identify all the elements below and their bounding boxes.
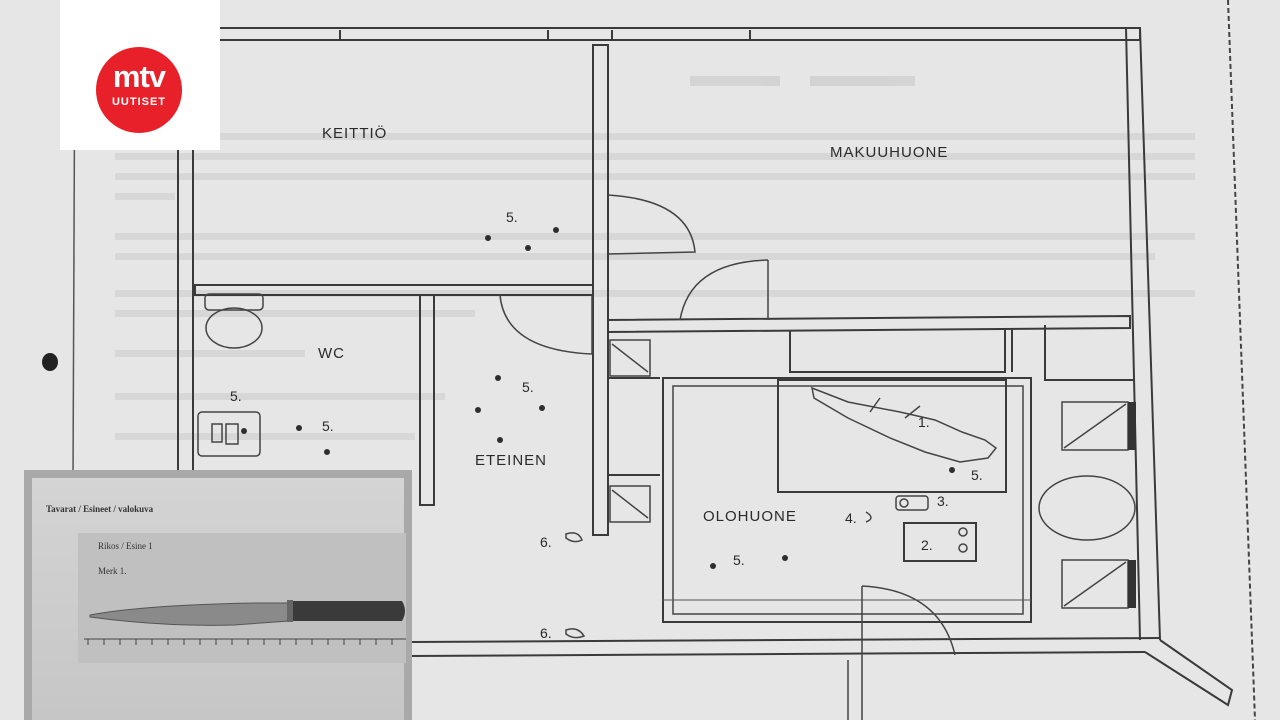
marker-blood: 5. xyxy=(506,209,518,225)
closet-cabinets xyxy=(609,339,651,523)
room-label-kitchen: KEITTIÖ xyxy=(322,124,387,142)
marker-blood: 5. xyxy=(230,388,242,404)
show-through-text xyxy=(115,76,1195,440)
punch-hole xyxy=(42,353,58,371)
evidence-document: Tavarat / Esineet / valokuva Rikos / Esi… xyxy=(32,478,406,720)
evidence-photo-inset: Tavarat / Esineet / valokuva Rikos / Esi… xyxy=(24,470,412,720)
room-label-living-room: OLOHUONE xyxy=(703,508,797,525)
body-arms xyxy=(869,397,921,419)
marker-blood: 5. xyxy=(733,552,745,568)
page-edge-right xyxy=(1227,0,1256,720)
body-outline xyxy=(810,386,998,463)
marker-object: 3. xyxy=(937,493,949,509)
table-cup-2 xyxy=(958,543,968,553)
logo-circle: mtv UUTISET xyxy=(96,47,182,133)
marker-table: 2. xyxy=(921,537,933,553)
rug-inner-border xyxy=(672,385,1024,615)
logo-sub-text: UUTISET xyxy=(111,96,167,108)
marker-item: 4. xyxy=(845,510,857,526)
marker-shoe: 6. xyxy=(540,534,552,550)
object-3-icon xyxy=(895,495,929,511)
shoe-print-icon xyxy=(565,628,586,639)
table-cup-1 xyxy=(958,527,968,537)
right-furniture xyxy=(1038,401,1136,609)
outer-walls xyxy=(177,27,1234,707)
marker-shoe: 6. xyxy=(540,625,552,641)
bed xyxy=(777,379,1007,493)
mtv-uutiset-logo: mtv UUTISET xyxy=(60,0,220,150)
door-swings xyxy=(499,194,956,720)
shoe-print-icon xyxy=(565,532,583,543)
marker-blood: 5. xyxy=(522,379,534,395)
evidence-photo: Rikos / Esine 1 Merk 1. xyxy=(78,533,406,663)
knife-image xyxy=(84,600,406,645)
wc-fixtures xyxy=(197,293,264,457)
marker-body: 1. xyxy=(918,414,930,430)
evidence-caption: Rikos / Esine 1 xyxy=(98,541,153,551)
room-label-hallway: ETEINEN xyxy=(475,452,547,469)
marker-blood: 5. xyxy=(322,418,334,434)
room-label-bedroom: MAKUUHUONE xyxy=(830,144,948,161)
marker-blood: 5. xyxy=(971,467,983,483)
logo-brand-text: mtv xyxy=(112,59,166,94)
coffee-table xyxy=(903,522,977,562)
living-room-rug xyxy=(662,377,1032,623)
item-4-icon xyxy=(865,511,872,523)
room-label-wc: WC xyxy=(318,345,345,362)
evidence-heading: Tavarat / Esineet / valokuva xyxy=(46,504,154,514)
blood-drops xyxy=(241,227,955,569)
evidence-mark: Merk 1. xyxy=(98,566,127,576)
interior-walls xyxy=(194,44,1133,536)
